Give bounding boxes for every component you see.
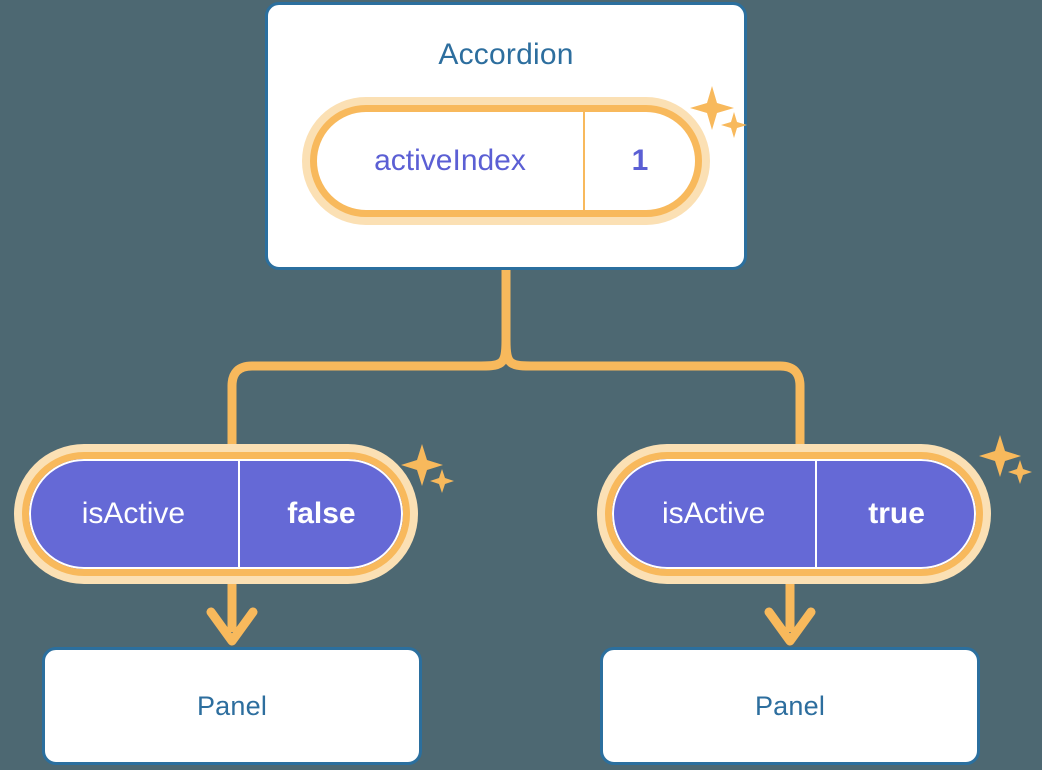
prop-chip-isactive-false[interactable]: isActive false bbox=[22, 452, 410, 576]
accordion-card-title: Accordion bbox=[438, 38, 574, 71]
prop-chip-isactive-true[interactable]: isActive true bbox=[605, 452, 983, 576]
panel-component-card-right[interactable]: Panel bbox=[600, 647, 980, 765]
prop-chip-isactive-false-value: false bbox=[237, 459, 403, 569]
connector-to-right-branch bbox=[501, 335, 805, 463]
arrow-down-icon-right bbox=[764, 578, 816, 646]
prop-chip-isactive-true-value: true bbox=[815, 459, 976, 569]
sparkle-icon-right bbox=[979, 435, 1032, 484]
panel-card-left-title: Panel bbox=[196, 690, 268, 721]
sparkle-icon-left bbox=[401, 444, 454, 493]
connector-to-left-branch bbox=[227, 335, 511, 463]
prop-chip-activeindex[interactable]: activeIndex 1 bbox=[310, 105, 702, 217]
prop-chip-isactive-true-key: isActive bbox=[661, 497, 766, 530]
prop-chip-activeindex-value: 1 bbox=[583, 112, 695, 210]
prop-chip-isactive-false-key: isActive bbox=[81, 497, 186, 530]
prop-chip-activeindex-key: activeIndex bbox=[374, 144, 526, 177]
panel-component-card-left[interactable]: Panel bbox=[42, 647, 422, 765]
panel-card-right-title: Panel bbox=[754, 690, 826, 721]
arrow-down-icon-left bbox=[206, 578, 258, 646]
